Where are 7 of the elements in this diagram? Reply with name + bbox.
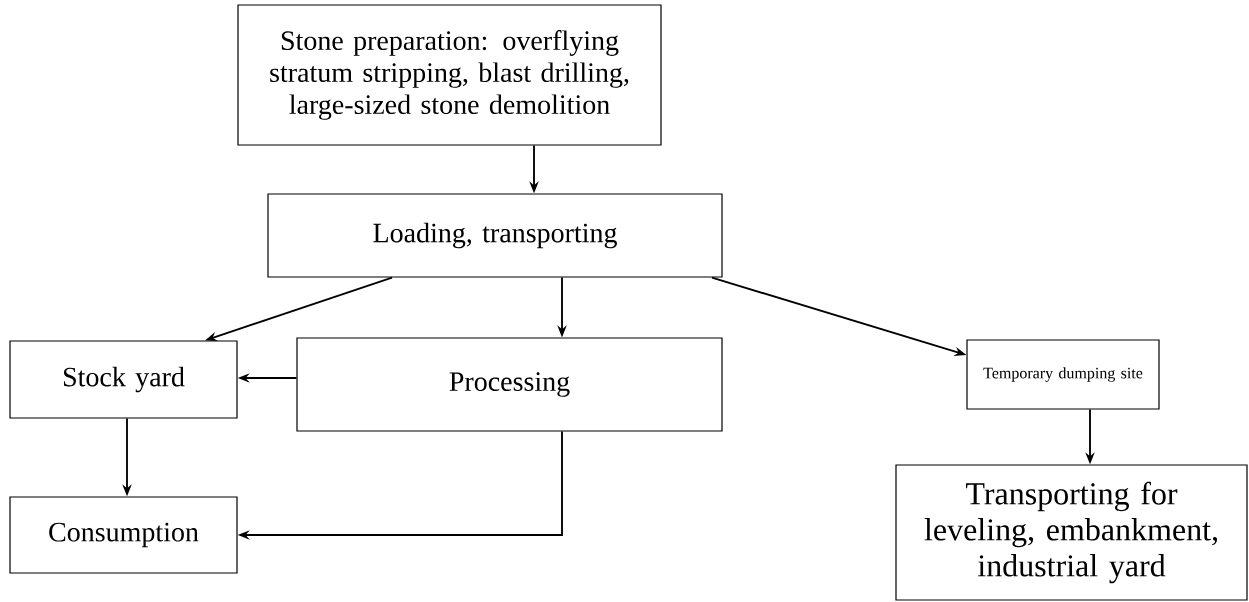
process-box: Stock yard xyxy=(9,340,238,419)
process-box: Processing xyxy=(296,337,723,432)
process-box: Loading, transporting xyxy=(267,193,723,278)
process-box: Temporary dumping site xyxy=(966,339,1160,410)
process-box: Stone preparation: overflying stratum stripping, blast drilling, large-sized stone demolition xyxy=(237,4,662,146)
process-box: Transporting for leveling, embankment, industrial yard xyxy=(895,464,1248,601)
process-box: Consumption xyxy=(9,496,238,574)
